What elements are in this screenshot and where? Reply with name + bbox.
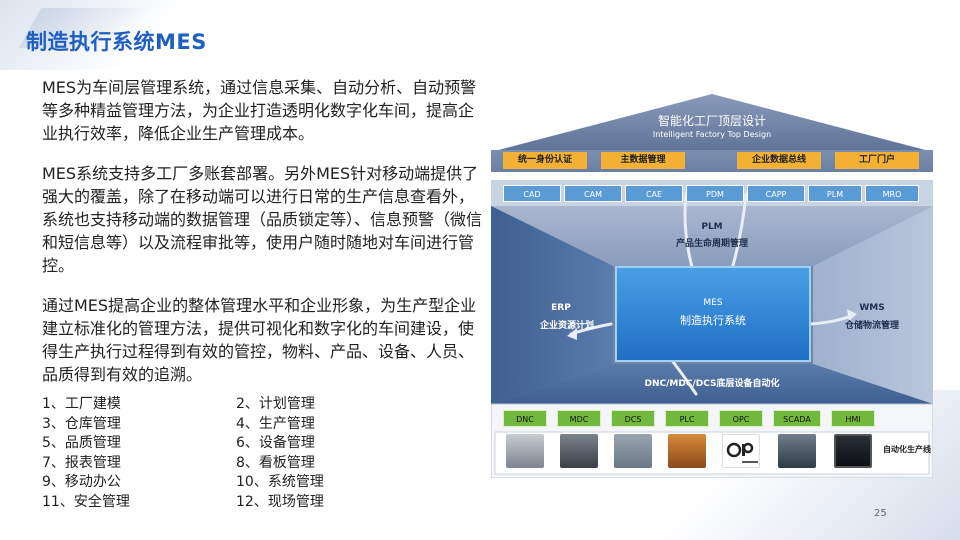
module-item: 12、现场管理 <box>236 493 324 510</box>
robot-arm-image <box>668 434 706 468</box>
module-item: 10、系统管理 <box>236 474 324 490</box>
device-box-opc: OPC <box>719 410 763 427</box>
module-item: 9、移动办公 <box>42 474 121 490</box>
device-box-hmi: HMI <box>831 410 875 427</box>
device-box-dnc: DNC <box>503 410 547 427</box>
hmi-screen-image <box>834 434 872 468</box>
wms-label-en: WMS <box>859 303 885 313</box>
scada-screen-image <box>778 434 816 468</box>
paragraph-mobile: MES系统支持多工厂多账套部署。另外MES针对移动端提供了强大的覆盖，除了在移动… <box>42 164 483 275</box>
server-rack-image <box>560 434 598 468</box>
mes-label-cn: 制造执行系统 <box>680 314 746 327</box>
page-title: 制造执行系统MES <box>26 30 207 54</box>
top-box-master-data: 主数据管理 <box>601 152 685 169</box>
module-item: 7、报表管理 <box>42 454 121 471</box>
device-box-scada: SCADA <box>773 410 821 427</box>
mes-label-en: MES <box>703 298 723 308</box>
plm-label-en: PLM <box>701 222 723 232</box>
module-item: 5、品质管理 <box>42 435 121 451</box>
dcs-panel-image <box>614 434 652 468</box>
paragraph-intro: MES为车间层管理系统，通过信息采集、自动分析、自动预警等多种精益管理方法，为企… <box>42 78 477 143</box>
roof-title-cn: 智能化工厂顶层设计 <box>657 114 766 128</box>
system-box-cae: CAE <box>625 185 683 202</box>
cnc-machine-image <box>506 434 544 468</box>
device-box-dcs: DCS <box>611 410 655 427</box>
erp-label-cn: 企业资源计划 <box>539 321 594 331</box>
device-box-mdc: MDC <box>557 410 601 427</box>
system-box-cam: CAM <box>564 185 622 202</box>
system-box-pdm: PDM <box>686 185 744 202</box>
device-automation-label: DNC/MDC/DCS底层设备自动化 <box>644 379 780 389</box>
system-box-mro: MRO <box>865 185 919 202</box>
paragraph-benefits: 通过MES提高企业的整体管理水平和企业形象，为生产型企业建立标准化的管理方法，提… <box>42 296 477 384</box>
module-item: 6、设备管理 <box>236 435 315 451</box>
plm-label-cn: 产品生命周期管理 <box>675 239 748 249</box>
mes-core-box: MES 制造执行系统 <box>615 266 811 362</box>
module-item: 2、计划管理 <box>236 396 315 412</box>
opc-logo-image <box>722 434 760 468</box>
system-box-capp: CAPP <box>747 185 805 202</box>
mes-architecture-diagram: 智能化工厂顶层设计 Intelligent Factory Top Design… <box>491 94 933 478</box>
roof-title-en: Intelligent Factory Top Design <box>652 130 772 139</box>
page-number: 25 <box>874 508 887 519</box>
erp-label-en: ERP <box>551 303 571 313</box>
module-item: 1、工厂建模 <box>42 396 121 412</box>
system-box-cad: CAD <box>503 185 561 202</box>
opc-logo-icon <box>726 442 758 463</box>
top-box-portal: 工厂门户 <box>835 152 919 169</box>
module-item: 4、生产管理 <box>236 415 315 432</box>
top-box-identity: 统一身份认证 <box>503 152 587 169</box>
module-item: 11、安全管理 <box>42 493 130 510</box>
device-box-plc: PLC <box>665 410 709 427</box>
module-list: 1、工厂建模 2、计划管理 3、仓库管理 4、生产管理 5、品质管理 6、设备管… <box>42 395 362 512</box>
automation-line-label: 自动化生产线 <box>883 445 931 454</box>
top-box-data-bus: 企业数据总线 <box>737 152 821 169</box>
wms-label-cn: 仓储物流管理 <box>844 321 899 331</box>
module-item: 8、看板管理 <box>236 454 315 471</box>
corner-decoration-top-left <box>0 0 210 70</box>
module-item: 3、仓库管理 <box>42 415 121 432</box>
system-box-plm: PLM <box>808 185 862 202</box>
